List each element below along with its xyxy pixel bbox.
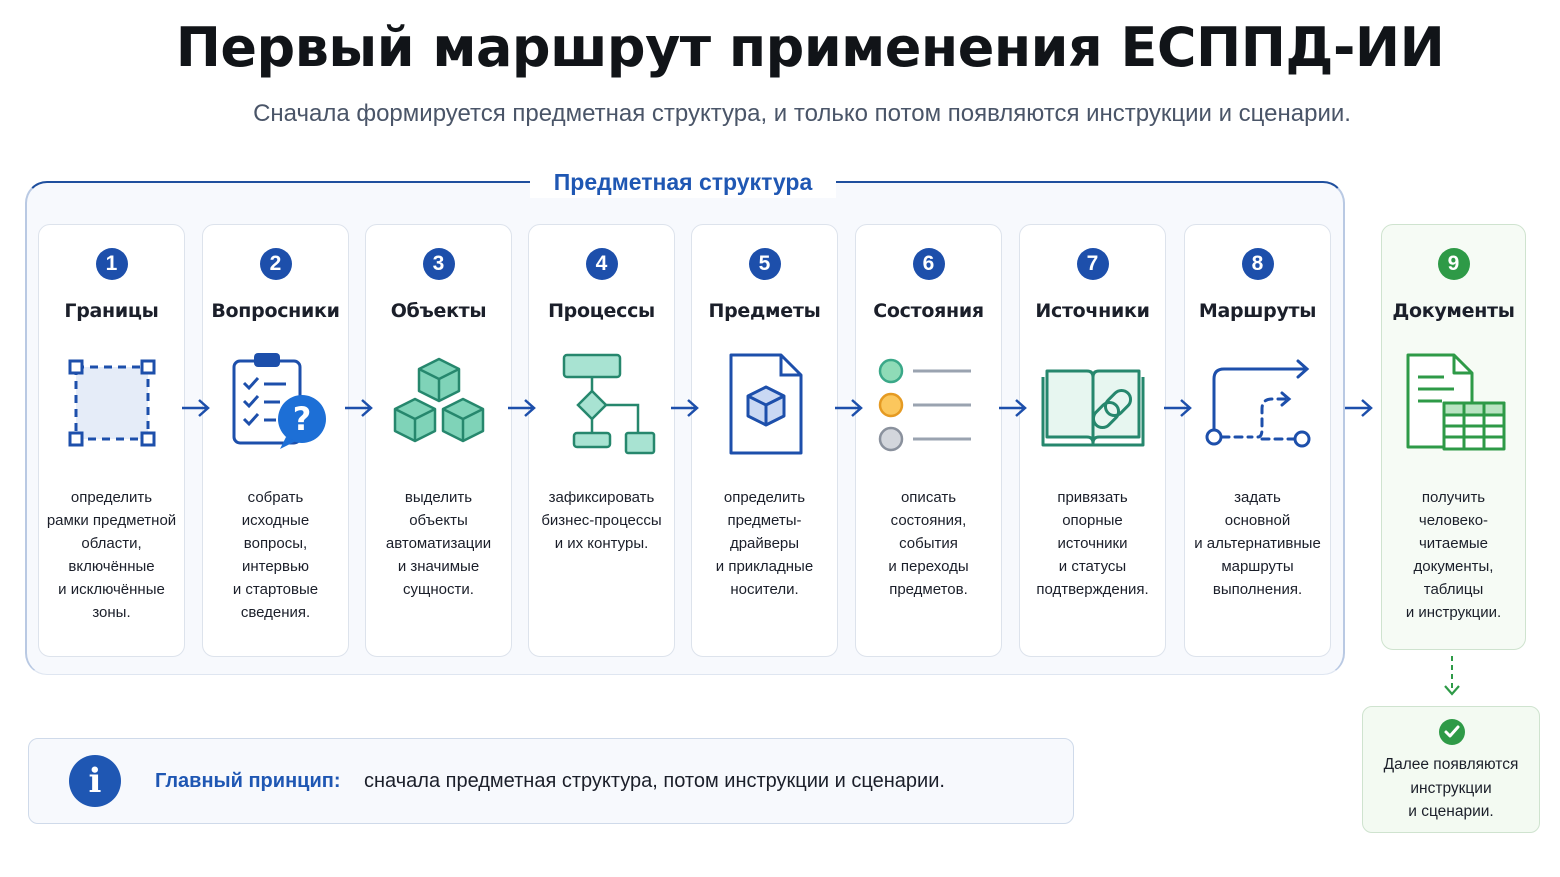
- page-subtitle: Сначала формируется предметная структура…: [253, 100, 1351, 127]
- arrow-right-icon: [345, 399, 373, 417]
- principle-box: i Главный принцип: сначала предметная ст…: [28, 738, 1074, 824]
- step-title: Границы: [64, 300, 159, 322]
- step-description: получить человеко-читаемые документы, та…: [1405, 489, 1502, 621]
- cubes-icon: [393, 357, 484, 443]
- step-description: привязать опорные источники и статусы по…: [1036, 489, 1149, 598]
- bounding-box-icon: [68, 359, 155, 447]
- step-title: Процессы: [548, 300, 655, 322]
- principle-text: сначала предметная структура, потом инст…: [364, 770, 945, 792]
- step-title: Вопросники: [211, 300, 340, 322]
- step-description: определить предметы- драйверы и прикладн…: [715, 489, 814, 598]
- step-number-badge: 9: [1437, 248, 1470, 280]
- step-number-badge: 7: [1076, 248, 1109, 280]
- step-number-badge: 3: [422, 248, 455, 280]
- step-card-items: 5 Предметы определить предметы- драйверы…: [691, 224, 838, 657]
- arrow-right-icon: [671, 399, 699, 417]
- step-description: зафиксировать бизнес-процессы и их конту…: [541, 489, 662, 552]
- step-card-states: 6 Состояния описать состояния, события и…: [855, 224, 1002, 657]
- next-step-box: Далее появляются инструкции и сценарии.: [1362, 706, 1540, 833]
- step-number-badge: 2: [259, 248, 292, 280]
- step-title: Предметы: [708, 300, 821, 322]
- questionnaire-icon: ?: [232, 353, 326, 449]
- document-cube-icon: [729, 353, 802, 455]
- next-step-text: Далее появляются инструкции и сценарии.: [1383, 756, 1519, 820]
- principle-label: Главный принцип:: [155, 770, 341, 792]
- arrow-right-icon: [1164, 399, 1192, 417]
- step-title: Источники: [1035, 300, 1150, 322]
- arrow-right-icon: [182, 399, 210, 417]
- document-table-icon: [1406, 353, 1505, 451]
- step-card-routes: 8 Маршруты задать основной и альтернатив…: [1184, 224, 1331, 657]
- step-card-documents: 9 Документы получить человеко-читаемые д…: [1381, 224, 1526, 650]
- step-title: Маршруты: [1198, 300, 1317, 322]
- book-link-icon: [1041, 369, 1144, 447]
- step-description: описать состояния, события и переходы пр…: [888, 489, 969, 598]
- status-list-icon: [878, 358, 971, 452]
- info-icon: i: [69, 755, 121, 807]
- subject-structure-label: Предметная структура: [530, 166, 836, 198]
- flowchart-icon: [562, 353, 655, 455]
- check-circle-icon: [1439, 719, 1465, 745]
- step-card-objects: 3 Объекты выделить объекты автоматизации…: [365, 224, 512, 657]
- page-title: Первый маршрут применения ЕСППД-ИИ: [175, 16, 1445, 79]
- route-icon: [1205, 359, 1310, 448]
- step-number-badge: 6: [912, 248, 945, 280]
- step-number-badge: 5: [748, 248, 781, 280]
- arrow-down-icon: [1444, 656, 1460, 696]
- step-number-badge: 1: [95, 248, 128, 280]
- step-description: выделить объекты автоматизации и значимы…: [385, 489, 492, 598]
- step-description: определить рамки предметной области, вкл…: [46, 489, 177, 621]
- step-description: задать основной и альтернативные маршрут…: [1194, 489, 1321, 598]
- step-description: собрать исходные вопросы, интервью и ста…: [232, 489, 319, 621]
- step-title: Документы: [1392, 300, 1515, 322]
- step-title: Состояния: [873, 300, 984, 322]
- arrow-right-icon: [508, 399, 536, 417]
- step-card-borders: 1 Границы определить рамки предметной об…: [38, 224, 185, 657]
- step-number-badge: 8: [1241, 248, 1274, 280]
- arrow-right-icon: [999, 399, 1027, 417]
- step-card-sources: 7 Источники привязать опорные источники …: [1019, 224, 1166, 657]
- step-card-questionnaires: 2 Вопросники ? собрать исходные вопросы,…: [202, 224, 349, 657]
- arrow-right-icon: [1345, 399, 1373, 417]
- step-title: Объекты: [390, 300, 487, 322]
- arrow-right-icon: [835, 399, 863, 417]
- step-number-badge: 4: [585, 248, 618, 280]
- svg-text:?: ?: [292, 400, 311, 438]
- step-card-processes: 4 Процессы зафиксировать бизнес-процессы…: [528, 224, 675, 657]
